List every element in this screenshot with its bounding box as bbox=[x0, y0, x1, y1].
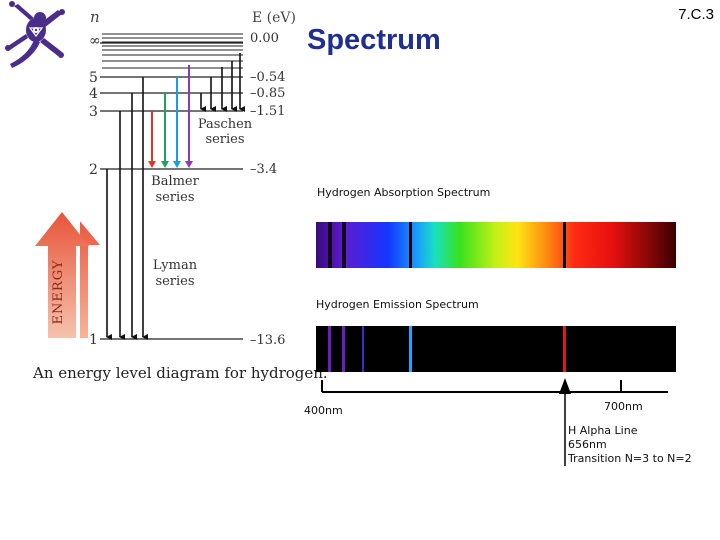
lizard-logo-icon bbox=[5, 1, 65, 68]
energy-header: E (eV) bbox=[252, 10, 296, 26]
absorption-spectrum-bar bbox=[316, 222, 676, 268]
energy-level-diagram: n E (eV) ∞ 5 4 3 2 1 0.00 –0.54 –0.85 –1… bbox=[80, 8, 296, 348]
n-label-3: 3 bbox=[89, 104, 98, 120]
h-alpha-annotation-line-1: H Alpha Line bbox=[568, 424, 638, 437]
h-alpha-pointer-arrowhead bbox=[559, 378, 571, 394]
paschen-label-1: Paschen bbox=[198, 117, 253, 132]
energy-label-3: –1.51 bbox=[250, 104, 285, 119]
paschen-transition-arrows bbox=[200, 53, 245, 112]
emission-line-violet-2 bbox=[342, 326, 345, 372]
wavelength-axis bbox=[321, 378, 668, 466]
h-alpha-annotation-line-2: 656nm bbox=[568, 438, 607, 451]
slide-code: 7.C.3 bbox=[678, 6, 714, 23]
n-label-infinity: ∞ bbox=[89, 33, 101, 49]
lyman-label-1: Lyman bbox=[153, 258, 198, 273]
absorption-line-4 bbox=[563, 222, 566, 268]
energy-arrow-label: ENERGY bbox=[51, 260, 66, 325]
balmer-arrowhead-cyan bbox=[173, 161, 181, 168]
balmer-arrowhead-green bbox=[161, 161, 169, 168]
lyman-transition-arrows bbox=[106, 77, 148, 340]
n-label-4: 4 bbox=[89, 86, 98, 102]
h-alpha-annotation-line-3: Transition N=3 to N=2 bbox=[568, 452, 692, 465]
n-label-5: 5 bbox=[89, 70, 98, 86]
absorption-line-1 bbox=[328, 222, 332, 268]
continuum-lines bbox=[102, 33, 243, 69]
balmer-label-2: series bbox=[155, 190, 194, 205]
axis-start-label: 400nm bbox=[304, 404, 343, 417]
energy-label-infinity: 0.00 bbox=[250, 31, 279, 46]
n-label-1: 1 bbox=[89, 332, 98, 348]
h-alpha-annotation: H Alpha Line 656nm Transition N=3 to N=2 bbox=[568, 424, 692, 466]
balmer-label-1: Balmer bbox=[151, 174, 199, 189]
emission-line-violet-1 bbox=[328, 326, 331, 372]
paschen-label-2: series bbox=[205, 132, 244, 147]
emission-line-red bbox=[563, 326, 566, 372]
absorption-line-3 bbox=[409, 222, 412, 268]
balmer-arrowhead-violet bbox=[185, 161, 193, 168]
energy-label-1: –13.6 bbox=[250, 333, 285, 348]
energy-arrow-graphic: ENERGY bbox=[35, 212, 89, 338]
absorption-spectrum-title: Hydrogen Absorption Spectrum bbox=[317, 186, 491, 199]
energy-label-5: –0.54 bbox=[250, 70, 285, 85]
lyman-label-2: series bbox=[155, 274, 194, 289]
emission-line-blue bbox=[362, 326, 364, 372]
absorption-line-2 bbox=[342, 222, 346, 268]
slide-title: Spectrum bbox=[307, 24, 441, 56]
n-header: n bbox=[90, 8, 100, 26]
energy-label-2: –3.4 bbox=[250, 162, 277, 177]
emission-spectrum-bar bbox=[316, 326, 676, 372]
balmer-arrowhead-red bbox=[148, 161, 156, 168]
diagram-caption: An energy level diagram for hydrogen. bbox=[33, 364, 328, 382]
emission-spectrum-title: Hydrogen Emission Spectrum bbox=[316, 298, 479, 311]
energy-label-4: –0.85 bbox=[250, 86, 285, 101]
emission-line-cyan bbox=[409, 326, 412, 372]
n-label-2: 2 bbox=[89, 162, 98, 178]
energy-arrow bbox=[80, 221, 100, 338]
axis-end-label: 700nm bbox=[604, 400, 643, 413]
